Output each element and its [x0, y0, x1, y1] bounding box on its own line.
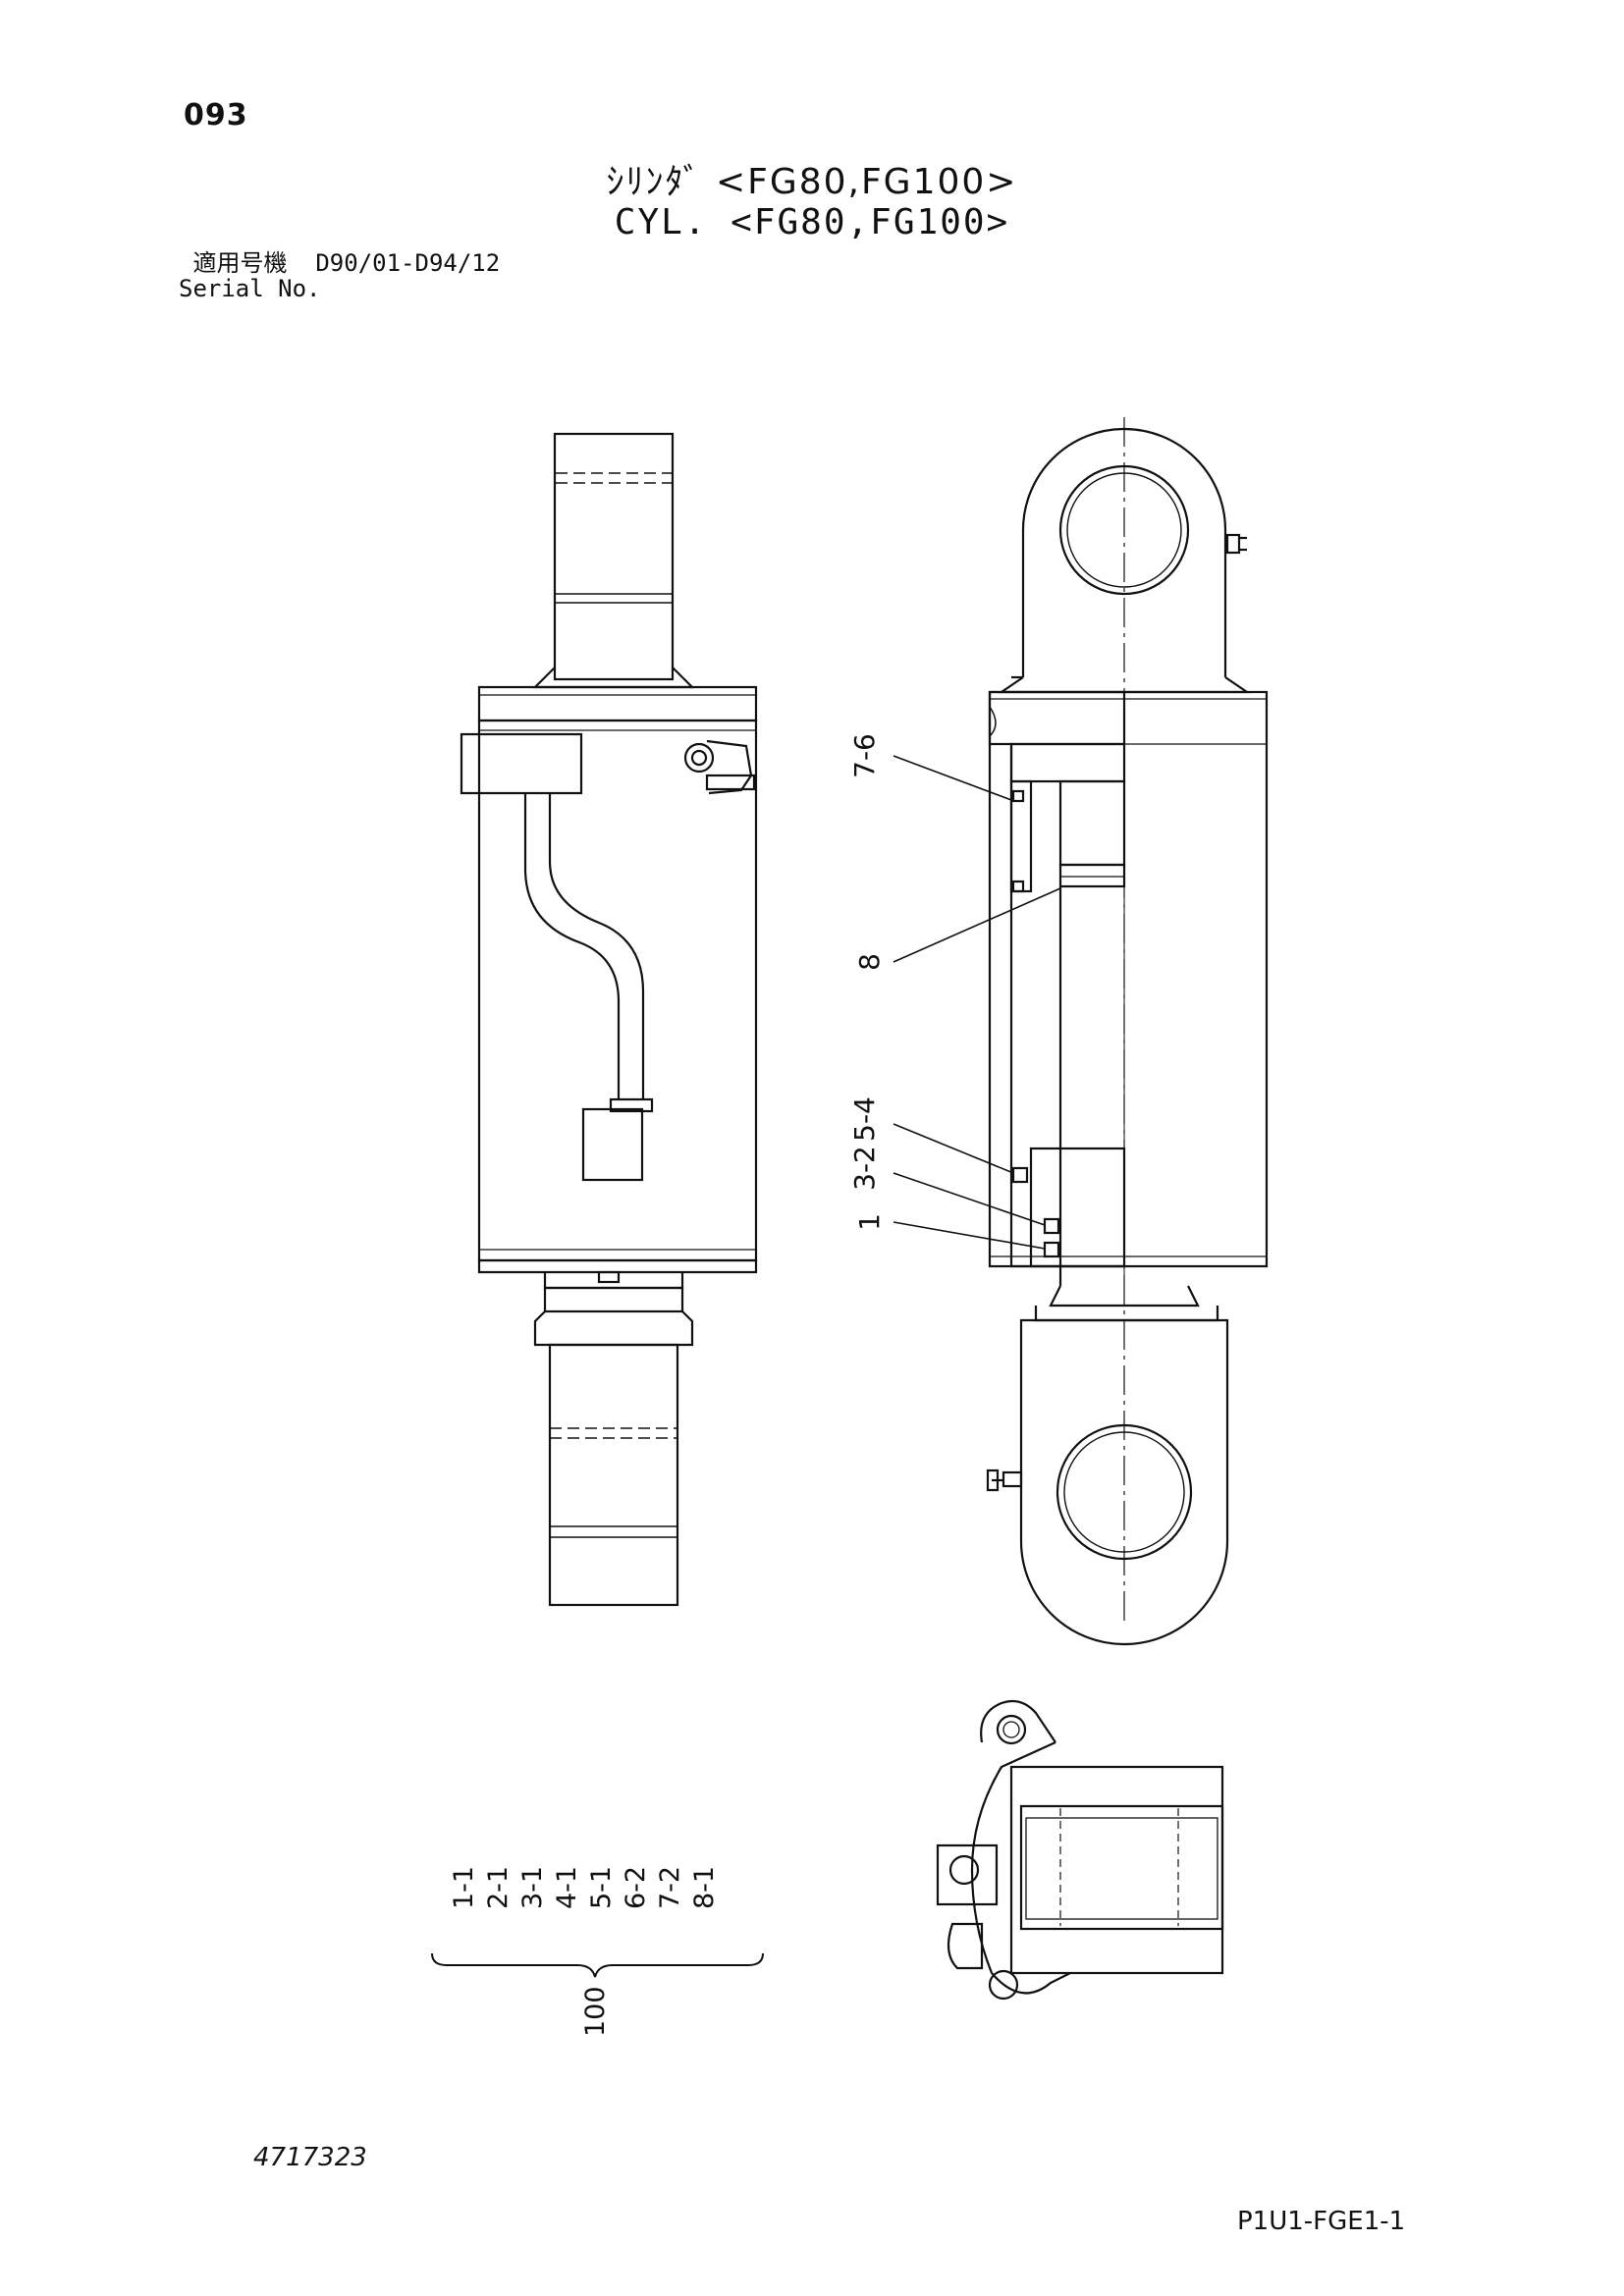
end-view	[936, 1699, 1224, 2001]
callout-3-2: 3-2	[848, 1146, 881, 1191]
callout-8: 8	[853, 953, 886, 971]
callout-5-4: 5-4	[848, 1096, 881, 1142]
assembly-item-8: 8-1	[689, 1866, 720, 1909]
assembly-list: 1-1 2-1 3-1 4-1 5-1 6-2 7-2 8-1 100	[449, 1866, 720, 2037]
assembly-item-4: 4-1	[552, 1866, 582, 1909]
right-cylinder-view	[986, 417, 1269, 1646]
callout-leaders	[893, 755, 1061, 1250]
page-number: 093	[184, 98, 248, 133]
assembly-item-3: 3-1	[517, 1866, 548, 1909]
assembly-item-5: 5-1	[586, 1866, 617, 1909]
assembly-brace	[431, 1952, 764, 1978]
title-english: CYL. <FG80,FG100>	[614, 202, 1010, 242]
serial-range: D90/01-D94/12	[315, 249, 501, 277]
assembly-item-2: 2-1	[483, 1866, 514, 1909]
title-japanese: ｼﾘﾝﾀﾞ <FG80,FG100>	[606, 162, 1018, 202]
callout-1: 1	[853, 1213, 886, 1231]
assembly-item-6: 6-2	[621, 1866, 651, 1909]
assembly-number: 100	[580, 1986, 611, 2037]
document-code: 4717323	[253, 2143, 367, 2172]
applicable-label: 適用号機	[192, 249, 288, 277]
serial-block: 適用号機 D90/01-D94/12 Serial No.	[179, 250, 500, 301]
left-cylinder-view	[460, 432, 758, 1607]
page-code: P1U1-FGE1-1	[1237, 2207, 1406, 2236]
callout-7-6: 7-6	[848, 733, 881, 778]
assembly-item-1: 1-1	[449, 1866, 479, 1909]
serial-label: Serial No.	[179, 275, 321, 302]
serial-row-jp: 適用号機 D90/01-D94/12	[179, 250, 500, 276]
assembly-item-7: 7-2	[655, 1866, 685, 1909]
